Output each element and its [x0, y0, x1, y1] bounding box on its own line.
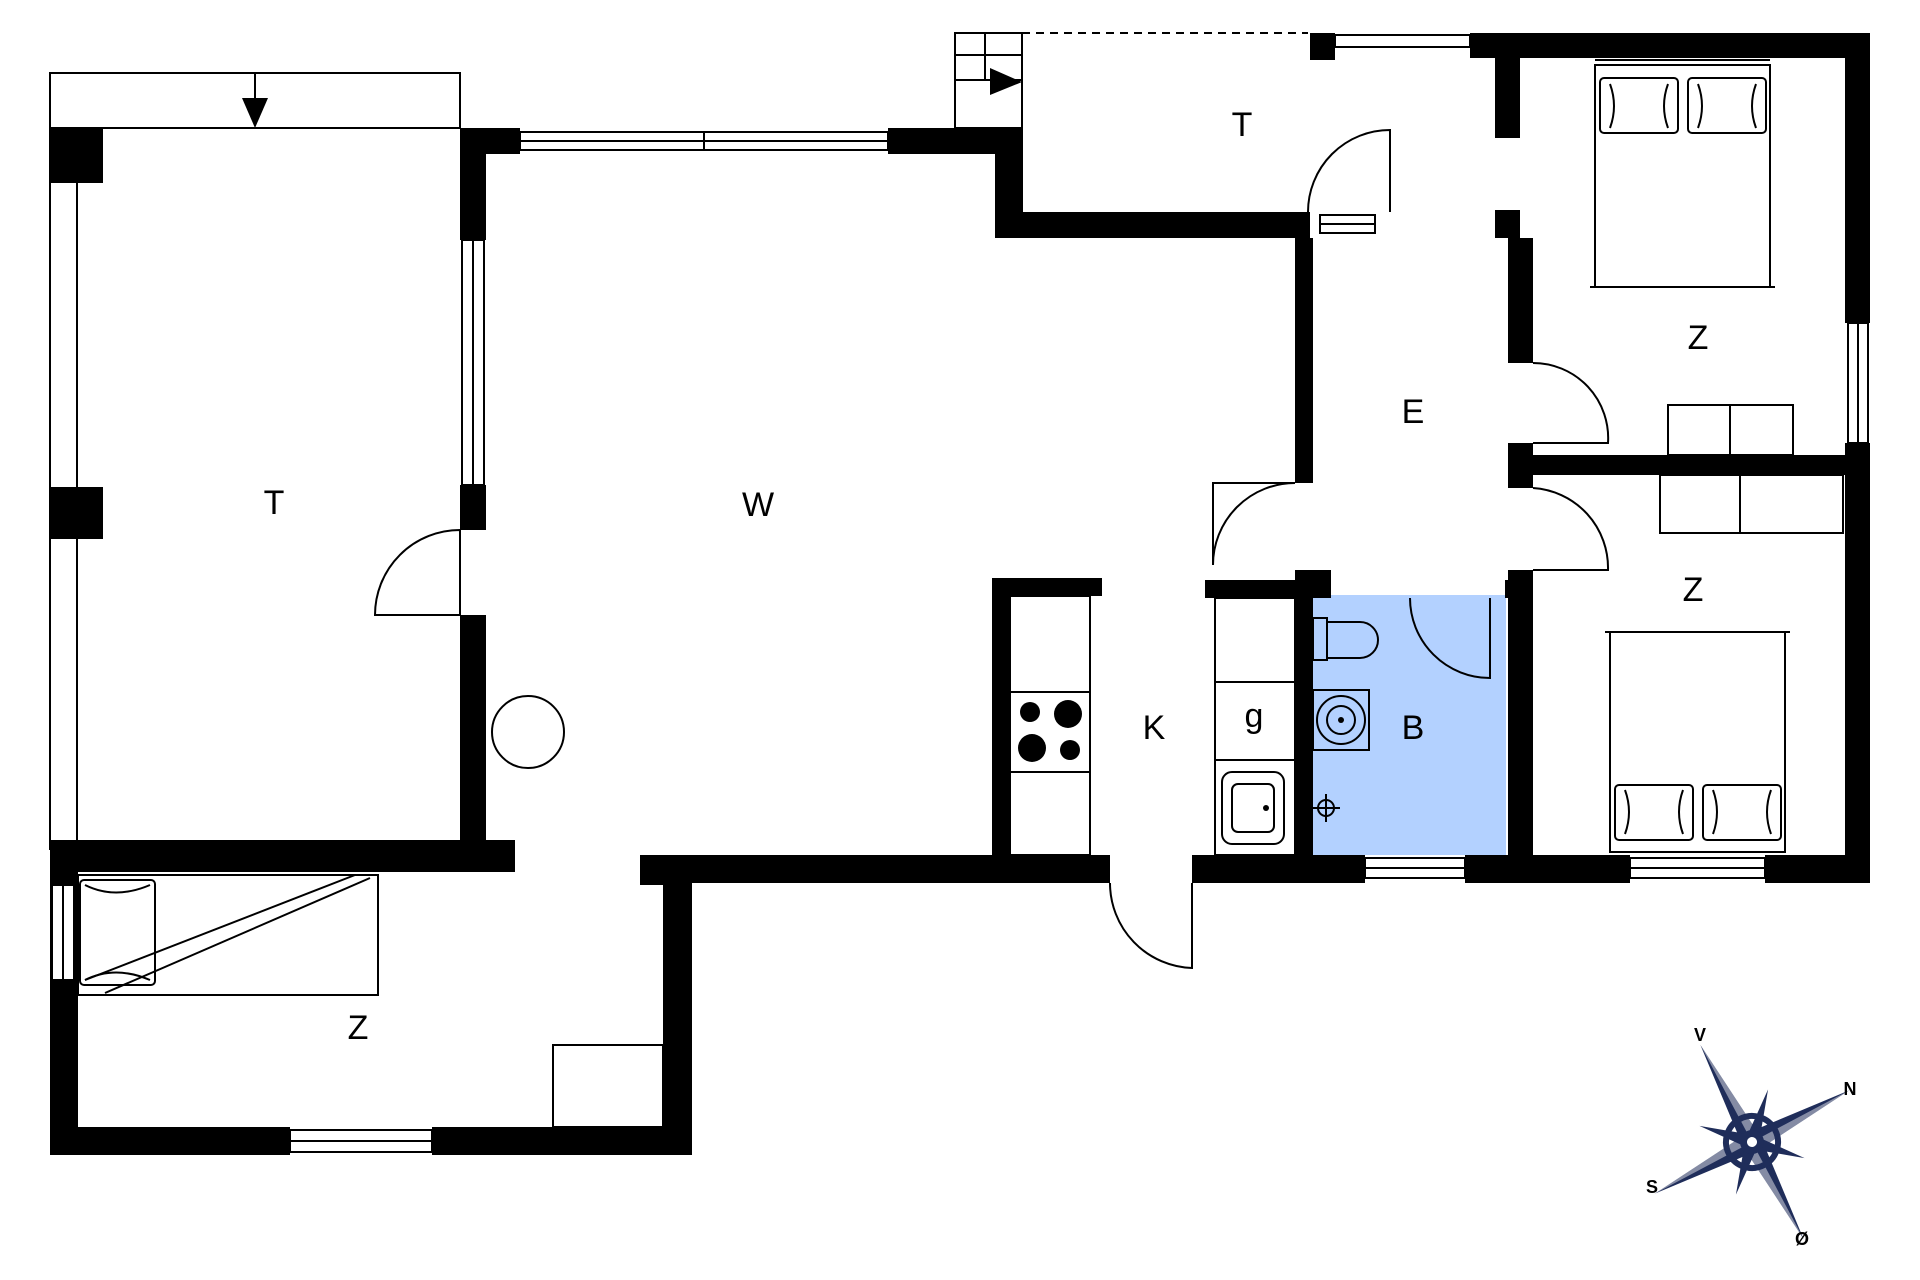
- room-label-bedroom-sw: Z: [348, 1009, 369, 1047]
- room-label-utility: g: [1245, 697, 1264, 735]
- arrow-icon: [242, 73, 268, 128]
- sink-icon: [1221, 771, 1285, 845]
- washbasin-icon: [1312, 689, 1370, 751]
- drain-icon: [1312, 794, 1340, 822]
- room-label-entry: E: [1402, 393, 1425, 431]
- compass-rose-icon: [1654, 1044, 1850, 1240]
- compass-east-label: Ø: [1795, 1229, 1809, 1249]
- room-label-bedroom-se: Z: [1683, 571, 1704, 609]
- stove-icon: [1009, 691, 1091, 773]
- terrace-west-outline: [49, 72, 461, 850]
- windows: [51, 34, 1869, 1153]
- toilet-icon: [1312, 617, 1379, 661]
- room-label-bedroom-ne: Z: [1688, 319, 1709, 357]
- walls: [50, 33, 1870, 1155]
- room-label-living: W: [742, 486, 774, 524]
- bathroom-floor: [1310, 595, 1506, 855]
- terrace-north-outline: [954, 32, 1308, 129]
- furniture: [77, 59, 1844, 1128]
- compass-west-label: V: [1694, 1025, 1706, 1045]
- room-label-terrace-west: T: [264, 484, 285, 522]
- compass-north-label: N: [1844, 1079, 1857, 1099]
- doors: [373, 128, 1610, 970]
- double-bed-icon: [1590, 59, 1775, 288]
- bed-icon: [77, 874, 379, 996]
- double-bed-icon: [1605, 631, 1790, 853]
- room-label-bathroom: B: [1402, 709, 1425, 747]
- room-labels: T T W E Z Z Z K B g: [264, 106, 1709, 1047]
- room-label-terrace-north: T: [1232, 106, 1253, 144]
- room-label-kitchen: K: [1143, 709, 1166, 747]
- compass-south-label: S: [1646, 1177, 1658, 1197]
